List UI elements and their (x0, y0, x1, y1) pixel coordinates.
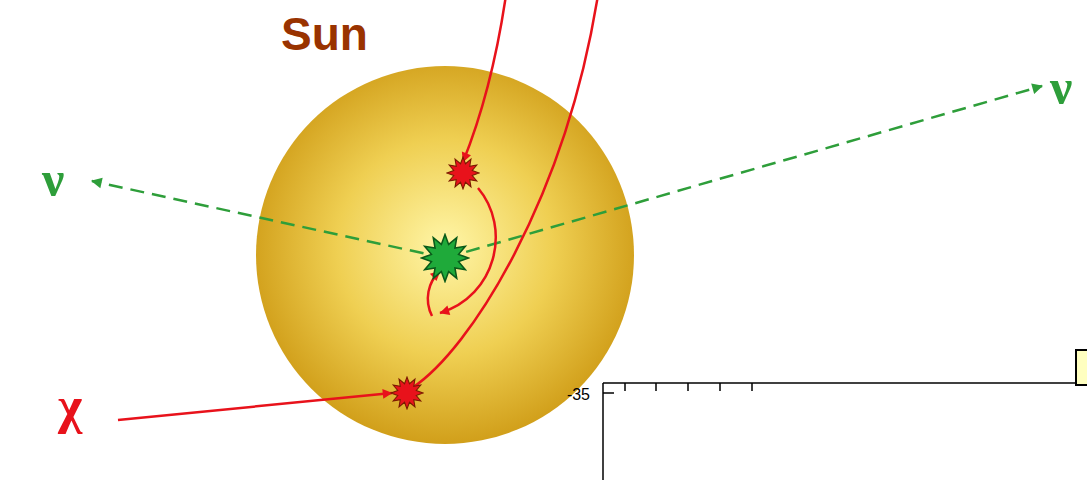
axis-tick-label: -35 (567, 386, 590, 404)
legend-box (1076, 350, 1087, 385)
chart-frame (603, 383, 1087, 480)
sun-title: Sun (281, 7, 368, 61)
sun-circle (256, 66, 634, 444)
neutrino-label: ν (1050, 58, 1072, 116)
wimp-label: χ (58, 376, 82, 435)
neutrino-label: ν (42, 150, 64, 208)
